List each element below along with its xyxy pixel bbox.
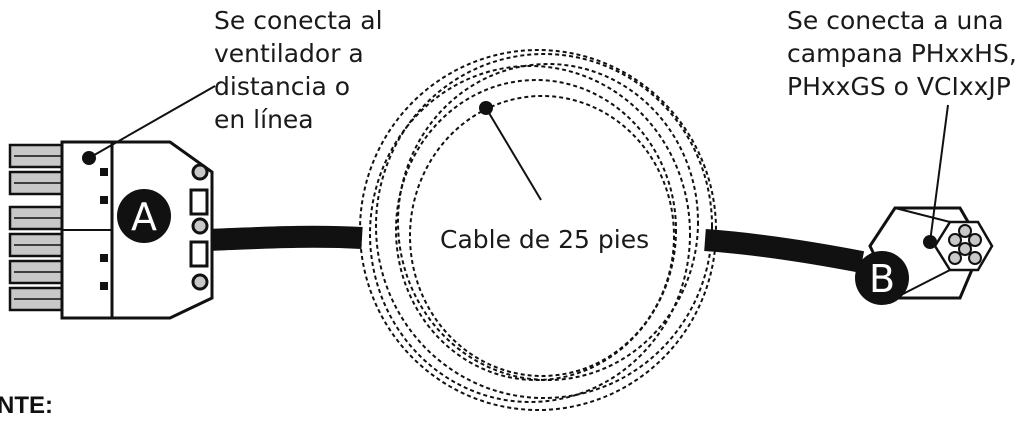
cable-length-label: Cable de 25 pies <box>440 225 650 254</box>
badge-a-label: A <box>131 195 157 239</box>
badge-a <box>117 189 171 243</box>
connector-a: A <box>8 140 214 320</box>
left-connector-callout: Se conecta al ventilador a distancia o e… <box>214 4 383 136</box>
right-callout-line: Se conecta a una <box>787 6 1004 35</box>
cable-left-segment <box>204 225 363 251</box>
connector-b-pins <box>948 224 982 265</box>
cable-coil <box>359 49 717 411</box>
left-callout-line: Se conecta al <box>214 6 383 35</box>
badge-b <box>855 251 909 305</box>
left-callout-line: en línea <box>214 105 314 134</box>
right-callout-line: PHxxGS o VCIxxJP <box>787 72 1011 101</box>
connector-b: B <box>855 206 994 305</box>
left-callout-line: ventilador a <box>214 39 364 68</box>
leader-line-left <box>88 85 216 159</box>
leader-line-right <box>929 104 949 243</box>
connector-a-prongs <box>8 143 70 312</box>
cable-right-segment <box>704 229 865 273</box>
left-callout-line: distancia o <box>214 72 351 101</box>
leader-line-cable <box>485 107 542 201</box>
right-callout-line: campana PHxxHS, <box>787 39 1017 68</box>
badge-b-label: B <box>869 257 895 301</box>
note-heading: NTE: <box>0 392 53 419</box>
right-connector-callout: Se conecta a una campana PHxxHS, PHxxGS … <box>787 4 1017 103</box>
cable-callout-dot <box>479 101 493 115</box>
